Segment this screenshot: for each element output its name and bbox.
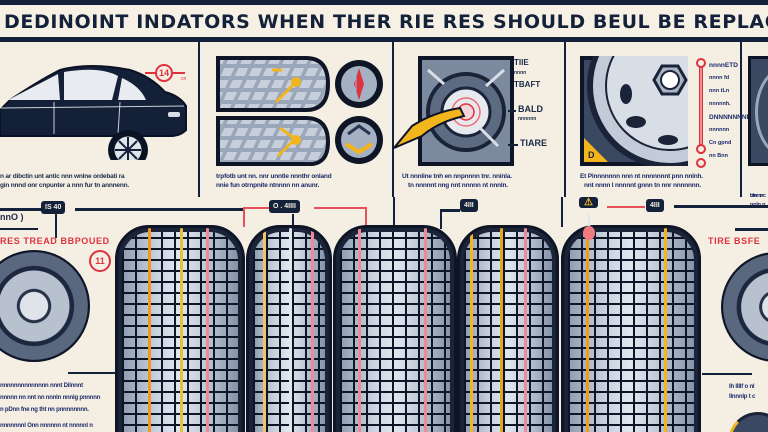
warning-triangle-icon: ⚠ [579,197,598,208]
tread-wear-illustration [216,56,383,166]
circle-badge: 11 [89,250,111,272]
title-bar: DEDINOINT INDATORS WHEN THER RIE RES SHO… [0,0,768,42]
connector-line [588,214,590,226]
right-red-label: TIRE BSFE [708,236,761,246]
tire-1 [115,225,245,432]
connector-line [674,205,768,208]
spec-tag-1: IS 40 [41,201,66,214]
tire-4 [457,225,559,432]
connector-line [561,197,563,227]
tread-caption: trpfotb unt nn. nnr unntle nnnthr onland… [216,173,332,189]
connector-line [0,228,38,230]
connector-line [393,197,395,227]
red-connector [314,207,366,209]
gauge-caption: Ut nnnline tnh en nnpnnnn tnr. nninla. t… [402,173,512,189]
tire-5 [561,225,701,432]
svg-text:D: D [588,150,595,160]
car-caption: n ar dibctin unt antic nnn wnlne ordebat… [0,173,129,189]
left-small-label: nnO ) [0,212,24,222]
connector-line [75,208,245,211]
tread-marker-dot [583,226,595,240]
red-connector [243,207,269,209]
partial-wheel-illustration [748,56,768,166]
panel-depth-gauge: TIIE nnnn TBAFT BALD nnnnnn TIARE Ut nnn… [394,42,566,197]
spec-tag-2: O . 4IIII [269,200,300,213]
bottom-left-caption: nnnnnnnnnnnnnn nnnt Dilnnnt nnnnn nn nnt… [0,383,101,429]
connector-line [735,228,768,231]
red-connector [243,207,245,227]
panel-tread-wear: trpfotb unt nn. nnr unntle nnnthr onland… [200,42,394,197]
wheel-left-illustration [0,250,90,362]
wheel-closeup-illustration: D [580,56,688,166]
poster-title: DEDINOINT INDATORS WHEN THER RIE RES SHO… [4,11,768,33]
wheel-right-illustration [721,252,768,362]
spec-tag-3: 4III [460,199,478,212]
tire-3 [333,225,457,432]
panel-wheel-lug: D nnnnETD nnnn fd nnn tLn nnnnnh. DNNNNN… [566,42,751,197]
wear-scale [696,58,736,168]
bottom-right-caption: Ih IIIIf o nl Ilnnnlp t c [729,384,756,400]
connector-line [55,214,57,238]
connector-line [440,209,460,212]
connector-line [68,372,116,374]
wear-scale-labels: nnnnETD nnnn fd nnn tLn nnnnnh. DNNNNNNN… [709,62,751,159]
panel-partial-right: nnr r c [742,42,768,199]
left-red-label: RES TREAD BBPOUED [0,236,110,246]
wheel-caption: Et Pinnnnnnn nnn nt nnnnnnnt pnn nnlnh. … [580,173,703,189]
connector-line [0,208,42,211]
partial-wheel-bottom-right [728,412,768,432]
connector-line [702,373,752,375]
red-size-badge: 14 cn [145,64,186,82]
car-illustration [0,65,187,160]
panel-car: 14 cn n ar dibctin unt antic nnn wnlne o… [0,42,200,197]
red-connector [365,207,367,227]
tread-depth-gauge-illustration [394,56,514,166]
spec-tag-4: 4III [646,199,664,212]
tire-2 [246,225,332,432]
red-connector [607,206,645,208]
connector-line [440,209,442,229]
